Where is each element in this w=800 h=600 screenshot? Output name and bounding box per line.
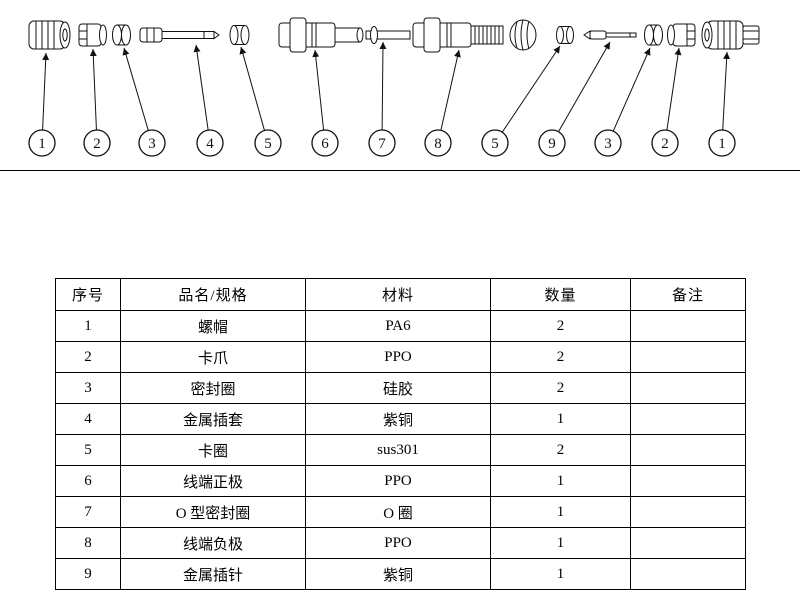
cell-name: 金属插针 <box>120 558 306 590</box>
cell-material: O 圈 <box>305 496 491 528</box>
cell-no: 9 <box>55 558 121 590</box>
part-clamp-ring-5-left <box>229 25 250 45</box>
cell-note <box>630 372 746 404</box>
cell-no: 1 <box>55 310 121 342</box>
part-claw-2-right <box>667 23 696 47</box>
cell-material: 紫铜 <box>305 558 491 590</box>
col-header-note: 备注 <box>630 278 746 311</box>
callout-number: 5 <box>264 136 272 152</box>
table-row: 5 卡圈 sus301 2 <box>55 434 746 466</box>
cell-no: 2 <box>55 341 121 373</box>
table-row: 9 金属插针 紫铜 1 <box>55 558 746 590</box>
col-header-qty: 数量 <box>490 278 631 311</box>
table-row: 7 O 型密封圈 O 圈 1 <box>55 496 746 528</box>
col-header-name: 品名/规格 <box>120 278 306 311</box>
cell-qty: 2 <box>490 310 631 342</box>
cell-name: 密封圈 <box>120 372 306 404</box>
part-clamp-ring-5-right <box>556 26 574 44</box>
cell-qty: 1 <box>490 558 631 590</box>
table-row: 1 螺帽 PA6 2 <box>55 310 746 342</box>
table-row: 2 卡爪 PPO 2 <box>55 341 746 373</box>
cell-qty: 1 <box>490 496 631 528</box>
cell-material: 紫铜 <box>305 403 491 435</box>
callout-balloons: 1 2 3 4 5 6 7 8 5 9 3 2 1 <box>28 129 736 157</box>
table-header-row: 序号 品名/规格 材料 数量 备注 <box>55 278 746 311</box>
callout-number: 1 <box>38 136 46 152</box>
cell-qty: 2 <box>490 341 631 373</box>
cell-note <box>630 341 746 373</box>
callout-number: 2 <box>93 136 101 152</box>
cell-no: 4 <box>55 403 121 435</box>
leader-lines <box>41 41 731 144</box>
callout-number: 5 <box>491 136 499 152</box>
part-positive-connector-6 <box>278 17 364 53</box>
cell-material: PPO <box>305 527 491 559</box>
col-header-material: 材料 <box>305 278 491 311</box>
table-row: 3 密封圈 硅胶 2 <box>55 372 746 404</box>
part-seal-ring-3-left <box>112 24 131 46</box>
cell-material: PPO <box>305 465 491 497</box>
cell-material: PA6 <box>305 310 491 342</box>
cell-qty: 1 <box>490 465 631 497</box>
part-nut-1-right <box>701 20 760 50</box>
part-nut-1-left <box>28 20 71 50</box>
cell-material: PPO <box>305 341 491 373</box>
part-metal-socket-4 <box>139 27 220 43</box>
cell-qty: 2 <box>490 372 631 404</box>
col-header-no: 序号 <box>55 278 121 311</box>
table-row: 6 线端正极 PPO 1 <box>55 465 746 497</box>
part-o-ring-7 <box>365 26 411 44</box>
table-row: 4 金属插套 紫铜 1 <box>55 403 746 435</box>
cell-note <box>630 465 746 497</box>
callout-number: 1 <box>718 136 726 152</box>
cell-name: O 型密封圈 <box>120 496 306 528</box>
cell-note <box>630 496 746 528</box>
cell-material: sus301 <box>305 434 491 466</box>
callout-number: 3 <box>148 136 156 152</box>
callout-number: 9 <box>548 136 556 152</box>
part-negative-connector-8 <box>412 17 537 53</box>
cell-note <box>630 434 746 466</box>
table-row: 8 线端负极 PPO 1 <box>55 527 746 559</box>
callout-number: 7 <box>378 136 386 152</box>
callout-number: 6 <box>321 136 329 152</box>
cell-name: 线端负极 <box>120 527 306 559</box>
part-seal-ring-3-right <box>644 24 663 46</box>
cell-no: 6 <box>55 465 121 497</box>
connector-exploded-svg: 1 2 3 4 5 6 7 8 5 9 3 2 1 <box>28 17 760 157</box>
cell-no: 7 <box>55 496 121 528</box>
cell-note <box>630 558 746 590</box>
bom-table: 序号 品名/规格 材料 数量 备注 1 螺帽 PA6 2 2 卡爪 PPO 2 … <box>55 278 746 590</box>
callout-number: 4 <box>206 136 214 152</box>
cell-name: 金属插套 <box>120 403 306 435</box>
callout-number: 3 <box>604 136 612 152</box>
part-claw-2-left <box>78 23 107 47</box>
cell-material: 硅胶 <box>305 372 491 404</box>
cell-name: 线端正极 <box>120 465 306 497</box>
cell-qty: 2 <box>490 434 631 466</box>
part-metal-pin-9 <box>583 30 637 40</box>
cell-name: 卡圈 <box>120 434 306 466</box>
cell-note <box>630 403 746 435</box>
cell-no: 5 <box>55 434 121 466</box>
cell-name: 卡爪 <box>120 341 306 373</box>
cell-no: 8 <box>55 527 121 559</box>
cell-qty: 1 <box>490 403 631 435</box>
cell-qty: 1 <box>490 527 631 559</box>
cell-no: 3 <box>55 372 121 404</box>
cell-note <box>630 310 746 342</box>
cell-name: 螺帽 <box>120 310 306 342</box>
cell-note <box>630 527 746 559</box>
parts-table: 序号 品名/规格 材料 数量 备注 1 螺帽 PA6 2 2 卡爪 PPO 2 … <box>55 278 746 590</box>
callout-number: 8 <box>434 136 442 152</box>
exploded-view-diagram: 1 2 3 4 5 6 7 8 5 9 3 2 1 <box>0 0 800 171</box>
callout-number: 2 <box>661 136 669 152</box>
